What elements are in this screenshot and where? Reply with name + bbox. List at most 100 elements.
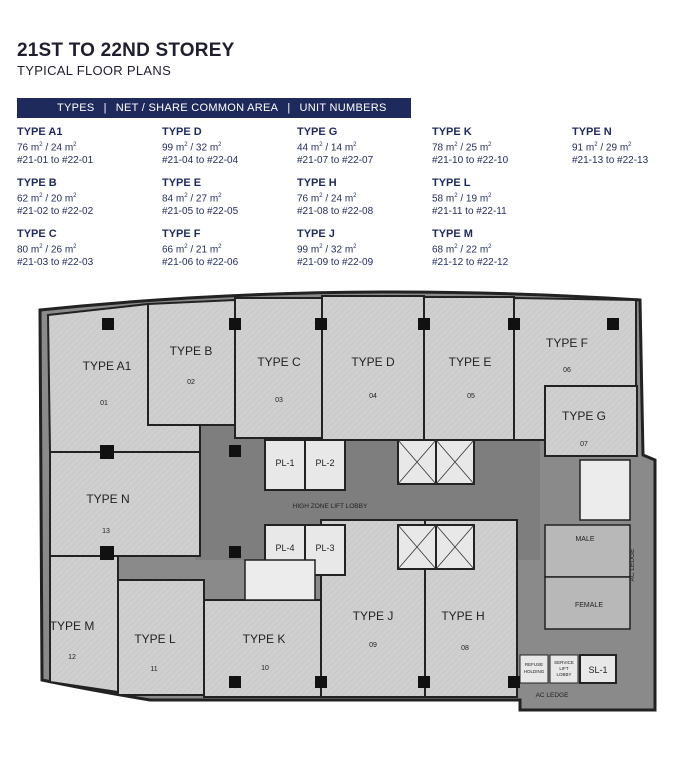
unit-type: TYPE M	[432, 228, 473, 240]
refuse-label: REFUSE	[525, 662, 543, 667]
unit-type: TYPE B	[17, 177, 57, 189]
unit-numbers: #21-07 to #22-07	[297, 155, 374, 167]
unit-numbers: #21-06 to #22-06	[162, 257, 239, 269]
room-number: 02	[187, 379, 195, 386]
legend-area: NET / SHARE COMMON AREA	[115, 102, 279, 114]
room-label: TYPE L	[134, 632, 176, 646]
unit-entry: TYPE M 68 m2 / 22 m2 #21-12 to #22-12	[432, 228, 508, 269]
room-c	[234, 297, 323, 439]
unit-entry: TYPE G 44 m2 / 14 m2 #21-07 to #22-07	[297, 126, 373, 167]
unit-area: 76 m2 / 24 m2	[17, 142, 77, 154]
room-number: 11	[150, 666, 157, 673]
service-lift-label: SERVICE	[554, 660, 574, 665]
room-label: TYPE N	[86, 492, 129, 506]
room-label: TYPE G	[562, 409, 606, 423]
unit-type: TYPE A1	[17, 126, 63, 138]
unit-area: 91 m2 / 29 m2	[572, 142, 632, 154]
room-b	[147, 298, 236, 426]
unit-area: 68 m2 / 22 m2	[432, 244, 492, 256]
room-number: 06	[563, 367, 571, 374]
unit-numbers: #21-03 to #22-03	[17, 257, 94, 269]
legend-separator: |	[287, 102, 291, 114]
room-k	[203, 599, 322, 698]
unit-type: TYPE L	[432, 177, 471, 189]
legend-separator: |	[103, 102, 107, 114]
room-number: 03	[275, 397, 283, 404]
unit-entry: TYPE E 84 m2 / 27 m2 #21-05 to #22-05	[162, 177, 238, 218]
lift-label: PL-2	[315, 458, 334, 468]
unit-entry: TYPE D 99 m2 / 32 m2 #21-04 to #22-04	[162, 126, 238, 167]
room-number: 01	[100, 400, 108, 407]
unit-numbers: #21-04 to #22-04	[162, 155, 239, 167]
room-number: 08	[461, 645, 469, 652]
unit-type: TYPE C	[17, 228, 57, 240]
page-subtitle: TYPICAL FLOOR PLANS	[17, 63, 172, 78]
legend-unit-numbers: UNIT NUMBERS	[299, 102, 387, 114]
unit-area: 62 m2 / 20 m2	[17, 193, 77, 205]
unit-area: 99 m2 / 32 m2	[162, 142, 222, 154]
room-label: TYPE E	[449, 355, 492, 369]
room-number: 07	[580, 441, 588, 448]
unit-type: TYPE G	[297, 126, 338, 138]
room-label: TYPE H	[441, 609, 484, 623]
unit-area: 44 m2 / 14 m2	[297, 142, 357, 154]
unit-entry: TYPE J 99 m2 / 32 m2 #21-09 to #22-09	[297, 228, 373, 269]
unit-area: 76 m2 / 24 m2	[297, 193, 357, 205]
unit-entry: TYPE C 80 m2 / 26 m2 #21-03 to #22-03	[17, 228, 93, 269]
unit-type: TYPE F	[162, 228, 201, 240]
room-g	[544, 385, 638, 457]
service-lift-label: LOBBY	[556, 672, 571, 677]
unit-entry: TYPE A1 76 m2 / 24 m2 #21-01 to #22-01	[17, 126, 93, 167]
unit-entry: TYPE K 78 m2 / 25 m2 #21-10 to #22-10	[432, 126, 508, 167]
room-label: TYPE K	[243, 632, 286, 646]
lobby-label: HIGH ZONE LIFT LOBBY	[293, 503, 368, 510]
ac-ledge-label: AC LEDGE	[536, 692, 570, 699]
room-label: TYPE B	[170, 344, 213, 358]
lift-label: PL-4	[275, 543, 294, 553]
unit-entry: TYPE F 66 m2 / 21 m2 #21-06 to #22-06	[162, 228, 238, 269]
ac-ledge-label: AC LEDGE	[629, 548, 636, 582]
unit-type: TYPE D	[162, 126, 202, 138]
room-number: 09	[369, 642, 377, 649]
unit-area: 99 m2 / 32 m2	[297, 244, 357, 256]
service-lift-label: LIFT	[559, 666, 569, 671]
lift-label: PL-3	[315, 543, 334, 553]
unit-type: TYPE H	[297, 177, 337, 189]
unit-numbers: #21-11 to #22-11	[432, 206, 507, 218]
unit-area: 66 m2 / 21 m2	[162, 244, 222, 256]
room-number: 04	[369, 393, 377, 400]
refuse-label: HOLDING	[524, 669, 545, 674]
lift-label: SL-1	[588, 665, 607, 675]
unit-area: 78 m2 / 25 m2	[432, 142, 492, 154]
unit-type: TYPE N	[572, 126, 612, 138]
room-l	[117, 579, 205, 696]
unit-numbers: #21-02 to #22-02	[17, 206, 94, 218]
room-number: 13	[102, 528, 110, 535]
room-number: 10	[261, 665, 269, 672]
page-title: 21ST TO 22ND STOREY	[17, 40, 235, 61]
unit-area: 80 m2 / 26 m2	[17, 244, 77, 256]
legend-types: TYPES	[57, 102, 95, 114]
unit-entry: TYPE L 58 m2 / 19 m2 #21-11 to #22-11	[432, 177, 507, 218]
unit-numbers: #21-08 to #22-08	[297, 206, 374, 218]
room-label: TYPE A1	[83, 359, 132, 373]
female-toilet-label: FEMALE	[575, 602, 603, 609]
room-label: TYPE J	[353, 609, 394, 623]
unit-numbers: #21-09 to #22-09	[297, 257, 374, 269]
lift-label: PL-1	[275, 458, 294, 468]
legend-bar: TYPES | NET / SHARE COMMON AREA | UNIT N…	[17, 98, 411, 118]
male-toilet-label: MALE	[575, 536, 594, 543]
room-number: 05	[467, 393, 475, 400]
room-n	[49, 451, 201, 557]
unit-numbers: #21-10 to #22-10	[432, 155, 509, 167]
room-label: TYPE C	[257, 355, 301, 369]
unit-entry: TYPE B 62 m2 / 20 m2 #21-02 to #22-02	[17, 177, 93, 218]
unit-area: 84 m2 / 27 m2	[162, 193, 222, 205]
room-label: TYPE M	[50, 619, 95, 633]
room-label: TYPE F	[546, 336, 588, 350]
unit-numbers: #21-01 to #22-01	[17, 155, 94, 167]
unit-area: 58 m2 / 19 m2	[432, 193, 492, 205]
room-number: 12	[68, 654, 76, 661]
unit-entry: TYPE N 91 m2 / 29 m2 #21-13 to #22-13	[572, 126, 648, 167]
